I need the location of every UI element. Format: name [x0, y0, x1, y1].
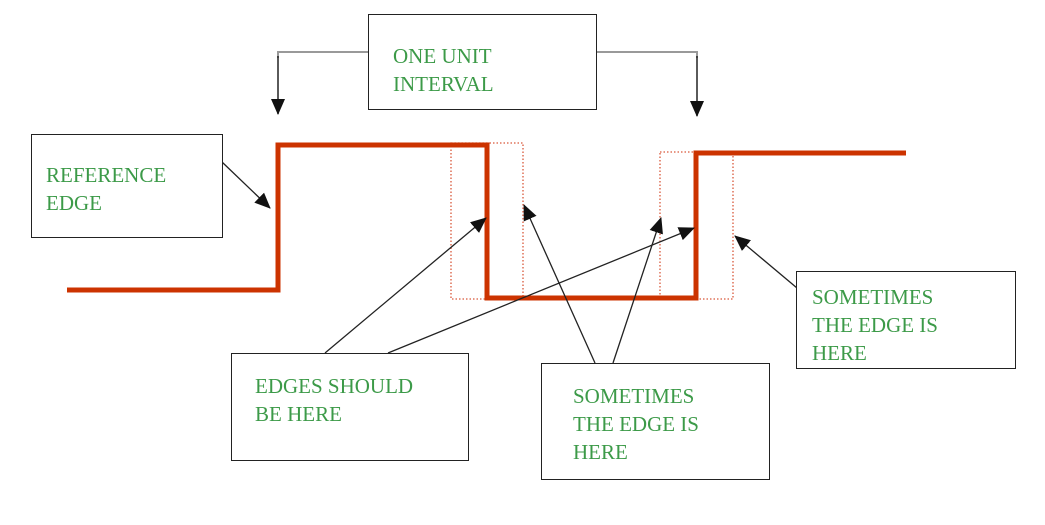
sometimes-right-label: SOMETIMES THE EDGE IS HERE	[812, 285, 938, 365]
sometimes-right-box	[796, 271, 1016, 369]
sometimes-right-arrow	[734, 235, 798, 289]
sometimes-middle-label: SOMETIMES THE EDGE IS HERE	[573, 384, 699, 464]
unit-interval-left-connector	[277, 51, 368, 58]
unit-interval-right-connector	[597, 51, 698, 58]
unit-interval-box	[368, 14, 597, 110]
reference-edge-arrow	[221, 161, 271, 209]
unit-interval-label: ONE UNIT INTERVAL	[393, 44, 494, 96]
signal-waveform	[67, 142, 906, 301]
sometimes-middle-arrow-late-falling	[523, 204, 596, 364]
edges-should-arrow-falling	[324, 217, 487, 354]
edges-should-box	[231, 353, 469, 461]
edges-should-label: EDGES SHOULD BE HERE	[255, 374, 414, 426]
sometimes-middle-box	[541, 363, 770, 480]
sometimes-middle-arrow-early-rising	[612, 217, 663, 364]
edges-should-arrow-rising	[387, 227, 695, 354]
reference-edge-label: REFERENCE EDGE	[46, 163, 167, 215]
reference-edge-box	[31, 134, 223, 238]
